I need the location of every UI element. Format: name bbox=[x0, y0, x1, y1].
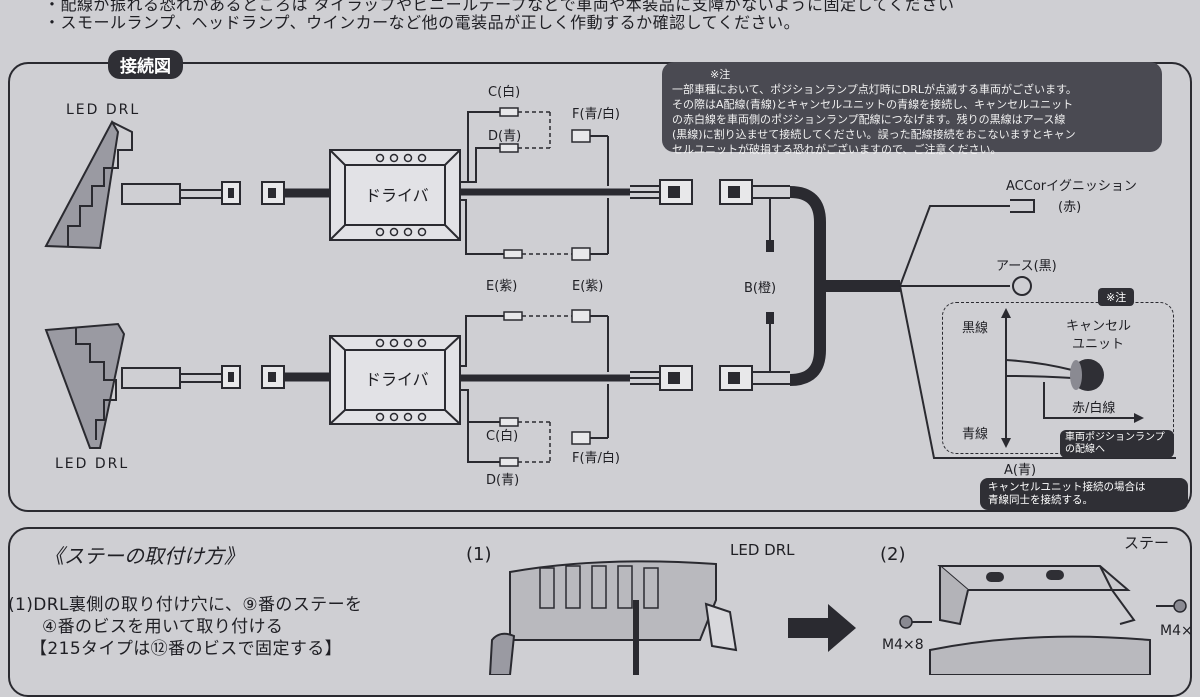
screw-m4x8-left: M4×8 bbox=[882, 637, 924, 653]
led-drl-bottom-lamp bbox=[44, 322, 222, 449]
note-line-1: 一部車種において、ポジションランプ点灯時にDRLが点滅する車両がございます。 bbox=[672, 83, 1077, 96]
label-f-bottom: F(青/白) bbox=[572, 450, 620, 466]
step1-line-2: ④番のビスを用いて取り付ける bbox=[42, 617, 284, 637]
label-c-top: C(白) bbox=[488, 84, 520, 100]
step1-line-1: (1)DRL裏側の取り付け穴に、⑨番のステーを bbox=[8, 595, 363, 615]
wiring-diagram: LED DRL ドライバ bbox=[44, 84, 1187, 675]
cancel-black-label: 黒線 bbox=[962, 320, 988, 336]
label-acc: ACCorイグニッション bbox=[1006, 179, 1137, 194]
label-e-right: E(紫) bbox=[572, 279, 603, 294]
label-d-top: D(青) bbox=[488, 129, 521, 144]
led-drl-top-lamp bbox=[44, 119, 222, 250]
label-c-bottom: C(白) bbox=[486, 428, 518, 444]
main-harness bbox=[789, 186, 826, 386]
a-note-line-2: 青線同士を接続する。 bbox=[988, 494, 1093, 506]
cancel-unit-label-1: キャンセル bbox=[1066, 319, 1131, 334]
driver-bottom-label: ドライバ bbox=[365, 370, 429, 389]
screw-m4-right: M4× bbox=[1160, 623, 1193, 639]
label-earth: アース(黒) bbox=[996, 259, 1057, 274]
fig1-led-drl-label: LED DRL bbox=[730, 541, 795, 559]
cancel-unit-inset bbox=[942, 302, 1174, 454]
label-b: B(橙) bbox=[744, 281, 776, 296]
led-drl-bottom-label: LED DRL bbox=[55, 456, 129, 472]
vehicle-position-line-1: 車両ポジションランプ bbox=[1065, 432, 1165, 443]
fig1-drawing bbox=[488, 560, 738, 675]
fig2-number: (2) bbox=[880, 544, 906, 565]
driver-top-label: ドライバ bbox=[365, 186, 429, 205]
driver-top bbox=[329, 149, 461, 241]
cancel-blue-label: 青線 bbox=[962, 426, 988, 442]
top-note-line-1: ・配線が振れる恐れがあるところは タイラップやビニールテープなどで車両や本装品に… bbox=[44, 0, 955, 14]
fig2-drawing bbox=[899, 565, 1187, 675]
top-note-line-2: ・スモールランプ、ヘッドランプ、ウインカーなど他の電装品が正しく作動するか確認し… bbox=[44, 13, 801, 32]
wiring-diagram-title: 接続図 bbox=[108, 50, 183, 79]
label-d-bottom: D(青) bbox=[486, 473, 519, 488]
bottom-wires bbox=[460, 309, 790, 467]
label-a: A(青) bbox=[1004, 463, 1036, 478]
step1-line-3: 【215タイプは⑫番のビスで固定する】 bbox=[30, 639, 343, 659]
label-e-left: E(紫) bbox=[486, 279, 517, 294]
a-wire-note: キャンセルユニット接続の場合は 青線同士を接続する。 bbox=[980, 478, 1188, 510]
arrow-icon bbox=[788, 604, 856, 652]
vehicle-position-line-2: の配線へ bbox=[1065, 444, 1105, 455]
cancel-redwhite-label: 赤/白線 bbox=[1072, 400, 1115, 416]
right-branches bbox=[899, 199, 1176, 459]
cancel-unit-label-2: ユニット bbox=[1072, 337, 1124, 352]
note-title: ※注 bbox=[710, 68, 731, 81]
stay-label: ステー bbox=[1124, 534, 1170, 552]
led-drl-top-label: LED DRL bbox=[66, 102, 140, 118]
connector-bottom-left bbox=[221, 365, 285, 389]
note-line-3: の赤白線を車両側のポジションランプ配線につなげます。残りの黒線はアース線 bbox=[672, 113, 1066, 126]
cancel-unit-drawing bbox=[1001, 308, 1144, 448]
mount-section-title: 《ステーの取付け方》 bbox=[44, 544, 244, 568]
vehicle-position-label: 車両ポジションランプ の配線へ bbox=[1060, 430, 1174, 458]
label-acc-color: (赤) bbox=[1058, 200, 1081, 215]
connector-top-left bbox=[221, 181, 285, 205]
label-f-top: F(青/白) bbox=[572, 106, 620, 122]
note-line-2: その際はA配線(青線)とキャンセルユニットの青線を接続し、キャンセルユニット bbox=[672, 98, 1074, 111]
wiring-diagram-frame bbox=[8, 62, 1192, 512]
cancel-note-tag: ※注 bbox=[1098, 288, 1135, 306]
note-line-4: (黒線)に割り込ませて接続してください。誤った配線接続をおこないますとキャン bbox=[672, 128, 1076, 141]
note-box: ※注 一部車種において、ポジションランプ点灯時にDRLが点滅する車両がございます… bbox=[662, 62, 1162, 156]
top-wires bbox=[460, 107, 790, 261]
fig1-number: (1) bbox=[466, 544, 492, 565]
a-note-line-1: キャンセルユニット接続の場合は bbox=[988, 481, 1146, 493]
note-line-5: セルユニットが破損する恐れがございますので、ご注意ください。 bbox=[672, 143, 1002, 156]
